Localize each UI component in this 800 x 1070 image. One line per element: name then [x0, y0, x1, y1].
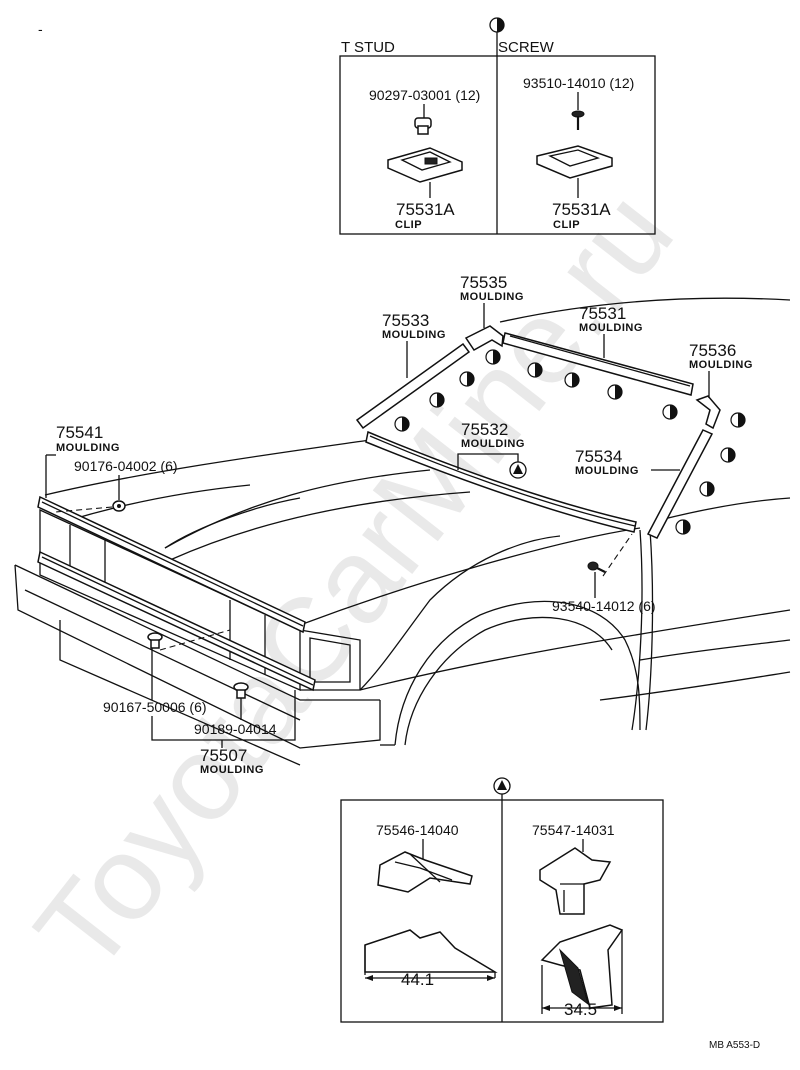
- windshield-mouldings: [355, 325, 721, 539]
- label-90189: 90189-04014: [194, 721, 277, 737]
- half-circle-icon: [564, 372, 580, 388]
- triangle-symbol-icon: [493, 777, 511, 795]
- label-75536-number: 75536: [689, 341, 736, 360]
- half-circle-icon: [429, 392, 445, 408]
- windshield-half-circles: [394, 349, 746, 535]
- clip-75547-icon: [539, 847, 612, 915]
- label-75534-name: MOULDING: [575, 465, 639, 477]
- clip-75547-profile-icon: [540, 924, 624, 1009]
- label-75507-name: MOULDING: [200, 764, 264, 776]
- stud-screw-box: T STUD SCREW 90297-03001 (12) 75531A CLI…: [339, 17, 656, 235]
- half-circle-symbol-icon: [489, 17, 505, 33]
- clip-detail-box: 75546-14040 44.1 75547-14031: [340, 777, 664, 1023]
- moulding-75532-shape: [365, 430, 637, 533]
- clip-left-dimension: 44.1: [401, 970, 434, 989]
- stud-part-number: 90297-03001 (12): [369, 87, 480, 103]
- moulding-75535-shape: [464, 325, 504, 351]
- label-75535-name: MOULDING: [460, 291, 524, 303]
- label-75507-number: 75507: [200, 746, 247, 765]
- clip-right-icon: [536, 145, 613, 179]
- label-75541-number: 75541: [56, 423, 103, 442]
- label-75532-name: MOULDING: [461, 438, 525, 450]
- label-90167: 90167-50006 (6): [103, 699, 207, 715]
- half-circle-icon: [730, 412, 746, 428]
- label-75531-name: MOULDING: [579, 322, 643, 334]
- label-90176: 90176-04002 (6): [74, 458, 178, 474]
- label-75533-name: MOULDING: [382, 329, 446, 341]
- clip-left-icon: [387, 147, 463, 183]
- half-circle-icon: [394, 416, 410, 432]
- half-circle-icon: [459, 371, 475, 387]
- clip-75546-icon: [377, 851, 473, 893]
- triangle-symbol-icon: [509, 461, 527, 479]
- dimension-right: [541, 930, 623, 1014]
- clip-90167-icon: [147, 632, 163, 649]
- clip-right-name: CLIP: [553, 219, 580, 231]
- clip-right-number: 75531A: [552, 200, 611, 219]
- label-75541-name: MOULDING: [56, 442, 120, 454]
- half-circle-icon: [662, 404, 678, 420]
- label-75533-number: 75533: [382, 311, 429, 330]
- nut-icon: [112, 500, 126, 512]
- label-75532-number: 75532: [461, 420, 508, 439]
- label-75536-name: MOULDING: [689, 359, 753, 371]
- screw-icon: [571, 110, 585, 130]
- screw-part-number: 93510-14010 (12): [523, 75, 634, 91]
- moulding-75534-shape: [646, 429, 714, 539]
- label-75531-number: 75531: [579, 304, 626, 323]
- moulding-75541-shape: [37, 495, 306, 634]
- half-circle-icon: [675, 519, 691, 535]
- label-75534-number: 75534: [575, 447, 622, 466]
- header-t-stud: T STUD: [341, 39, 395, 56]
- label-75535-number: 75535: [460, 273, 507, 292]
- corner-mark: -: [38, 21, 43, 37]
- dimension-left: [365, 975, 495, 981]
- windshield-labels: 75535 MOULDING 75533 MOULDING 75531 MOUL…: [382, 273, 753, 614]
- half-circle-icon: [720, 447, 736, 463]
- half-circle-icon: [485, 349, 501, 365]
- bolt-icon: [587, 561, 606, 573]
- half-circle-icon: [699, 481, 715, 497]
- clip-left-name: CLIP: [395, 219, 422, 231]
- moulding-75531-shape: [502, 332, 694, 396]
- clip-right-part-number: 75547-14031: [532, 822, 615, 838]
- clip-left-part-number: 75546-14040: [376, 822, 459, 838]
- moulding-75536-shape: [695, 395, 721, 430]
- moulding-75533-shape: [355, 342, 471, 430]
- clip-right-dimension: 34.5: [564, 1000, 597, 1019]
- t-stud-icon: [414, 117, 432, 135]
- label-93540: 93540-14012 (6): [552, 598, 656, 614]
- half-circle-icon: [607, 384, 623, 400]
- front-mouldings: 75541 MOULDING 90176-04002 (6) 90167-500…: [37, 423, 316, 776]
- header-screw: SCREW: [498, 39, 555, 56]
- clip-75546-profile-icon: [364, 929, 498, 978]
- half-circle-icon: [527, 362, 543, 378]
- clip-left-number: 75531A: [396, 200, 455, 219]
- footer-code: MB A553-D: [709, 1040, 760, 1051]
- clip-90189-icon: [233, 682, 249, 699]
